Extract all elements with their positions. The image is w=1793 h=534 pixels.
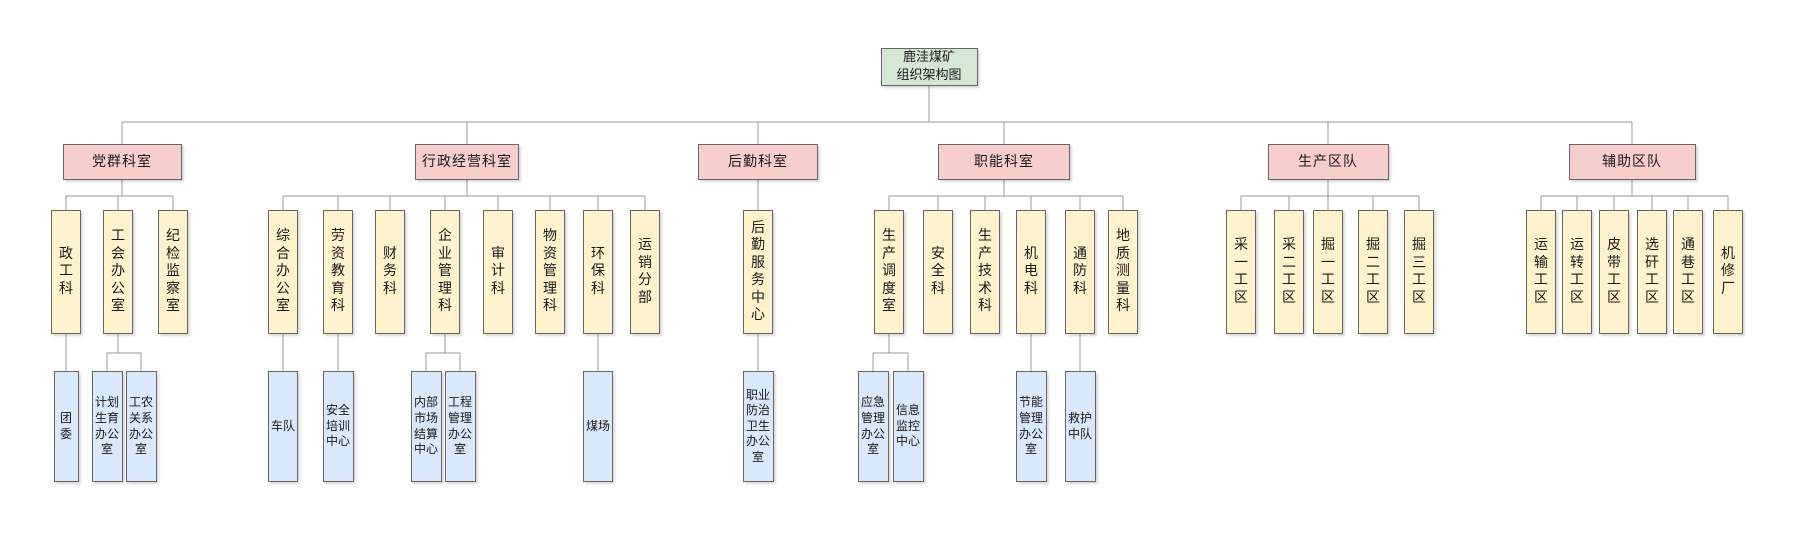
sub-node: 救护中队: [1064, 371, 1096, 482]
sub-node: 团委: [53, 371, 79, 482]
dept-node: 运输工区: [1526, 210, 1556, 334]
dept-node: 通巷工区: [1673, 210, 1703, 334]
dept-node: 皮带工区: [1599, 210, 1629, 334]
root-node: 鹿洼煤矿 组织架构图: [880, 48, 978, 86]
dept-node: 劳资教育科: [323, 210, 353, 334]
dept-node: 纪检监察室: [158, 210, 188, 334]
sub-node: 安全培训中心: [322, 371, 354, 482]
dept-node: 综合办公室: [268, 210, 298, 334]
sub-node: 职业防治卫生办公室: [742, 371, 774, 482]
dept-node: 安全科: [923, 210, 953, 334]
dept-node: 环保科: [583, 210, 613, 334]
sub-node: 节能管理办公室: [1015, 371, 1047, 482]
dept-node: 生产技术科: [970, 210, 1000, 334]
dept-node: 物资管理科: [535, 210, 565, 334]
sub-node: 煤场: [583, 371, 613, 482]
dept-node: 生产调度室: [874, 210, 904, 334]
sub-node: 车队: [268, 371, 298, 482]
branch-node: 行政经营科室: [415, 144, 519, 180]
dept-node: 机修厂: [1713, 210, 1743, 334]
dept-node: 掘二工区: [1358, 210, 1388, 334]
sub-node: 工农关系办公室: [125, 371, 157, 482]
branch-node: 后勤科室: [698, 144, 818, 180]
branch-node: 职能科室: [938, 144, 1070, 180]
dept-node: 采二工区: [1274, 210, 1304, 334]
dept-node: 机电科: [1016, 210, 1046, 334]
dept-node: 采一工区: [1226, 210, 1256, 334]
dept-node: 通防科: [1065, 210, 1095, 334]
dept-node: 审计科: [483, 210, 513, 334]
dept-node: 运销分部: [630, 210, 660, 334]
dept-node: 掘三工区: [1404, 210, 1434, 334]
sub-node: 内部市场结算中心: [410, 371, 442, 482]
dept-node: 政工科: [51, 210, 81, 334]
branch-node: 生产区队: [1267, 144, 1389, 180]
dept-node: 财务科: [375, 210, 405, 334]
sub-node: 计划生育办公室: [91, 371, 123, 482]
branch-node: 党群科室: [62, 144, 182, 180]
dept-node: 企业管理科: [430, 210, 460, 334]
dept-node: 工会办公室: [103, 210, 133, 334]
branch-node: 辅助区队: [1568, 144, 1696, 180]
sub-node: 工程管理办公室: [444, 371, 476, 482]
dept-node: 选矸工区: [1637, 210, 1667, 334]
dept-node: 后勤服务中心: [743, 210, 773, 334]
sub-node: 应急管理办公室: [857, 371, 889, 482]
sub-node: 信息监控中心: [892, 371, 924, 482]
dept-node: 地质测量科: [1108, 210, 1138, 334]
dept-node: 运转工区: [1562, 210, 1592, 334]
dept-node: 掘一工区: [1313, 210, 1343, 334]
